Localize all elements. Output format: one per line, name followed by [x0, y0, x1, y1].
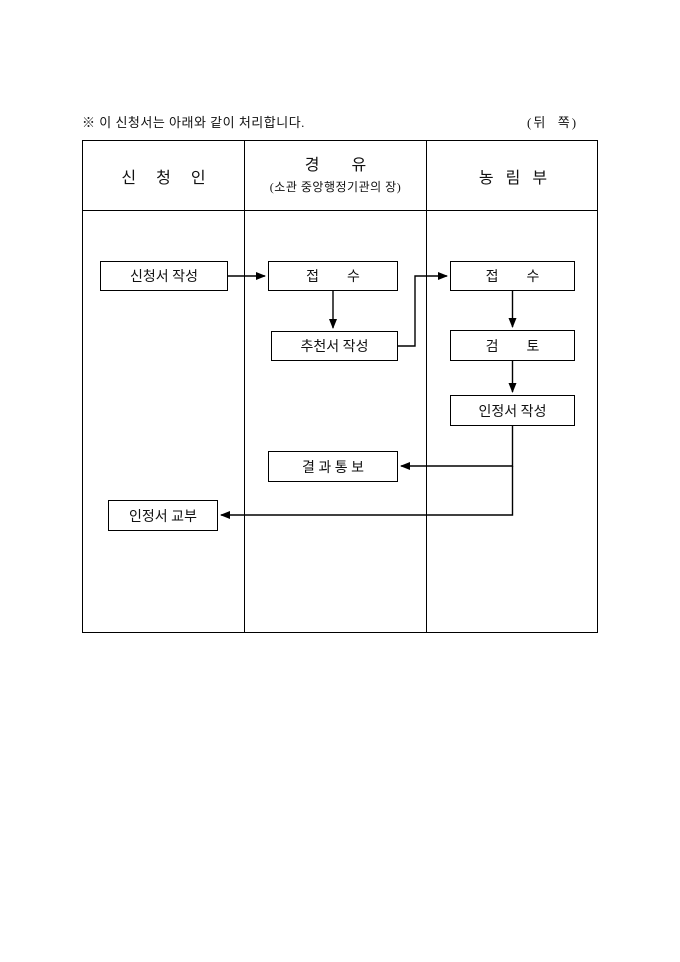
- header-row-divider: [83, 210, 597, 211]
- flow-box-write-application: 신청서 작성: [100, 261, 228, 291]
- column-divider-2: [426, 141, 427, 632]
- column-header-applicant: 신 청 인: [121, 169, 206, 187]
- flow-box-receive-ministry: 접 수: [450, 261, 575, 291]
- flow-box-receive-via: 접 수: [268, 261, 398, 291]
- flow-box-issue-certificate: 인정서 교부: [108, 500, 218, 531]
- flow-box-notify-result: 결 과 통 보: [268, 451, 398, 482]
- via-title: 경 유: [304, 157, 367, 174]
- column-header-ministry: 농 림 부: [478, 169, 548, 187]
- via-subtitle: (소관 중앙행정기관의 장): [269, 180, 402, 194]
- processing-note: ※ 이 신청서는 아래와 같이 처리합니다.: [82, 115, 305, 130]
- flow-box-write-certificate: 인정서 작성: [450, 395, 575, 426]
- flow-box-review: 검 토: [450, 330, 575, 361]
- column-header-via: 경 유 (소관 중앙행정기관의 장): [245, 141, 426, 210]
- back-side-label: (뒤 쪽): [527, 115, 579, 130]
- process-table: 신 청 인 경 유 (소관 중앙행정기관의 장) 농 림 부: [82, 140, 598, 633]
- column-divider-1: [244, 141, 245, 632]
- flow-box-write-recommendation: 추천서 작성: [271, 331, 398, 361]
